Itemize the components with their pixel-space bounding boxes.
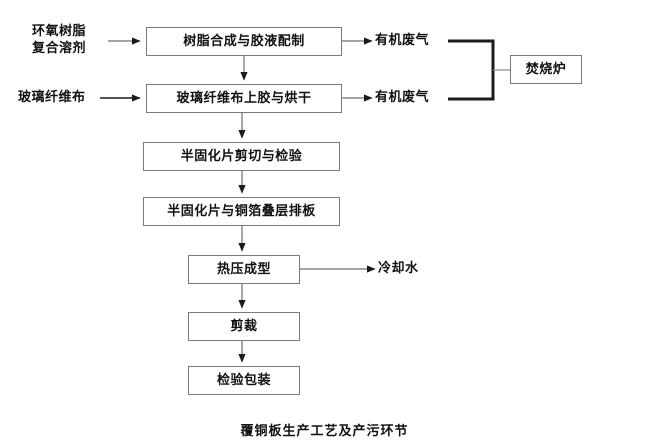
- process-box-prepreg-cut-inspect[interactable]: 半固化片剪切与检验: [143, 142, 340, 171]
- output-label-organic-waste-gas-2: 有机废气: [375, 90, 430, 105]
- process-box-inspect-package[interactable]: 检验包装: [188, 366, 300, 395]
- input-epoxy-line1: 环氧树脂: [32, 24, 87, 39]
- input-epoxy-line2: 复合溶剂: [32, 41, 87, 56]
- output-label-organic-waste-gas-1: 有机废气: [375, 33, 430, 48]
- process-box-trimming[interactable]: 剪裁: [188, 312, 300, 341]
- input-label-epoxy-resin: 环氧树脂 复合溶剂: [32, 23, 86, 57]
- output-label-cooling-water: 冷却水: [378, 261, 419, 276]
- waste-gas-bracket: [448, 39, 495, 101]
- process-box-glue-dry[interactable]: 玻璃纤维布上胶与烘干: [146, 84, 342, 113]
- diagram-caption: 覆铜板生产工艺及产污环节: [240, 424, 409, 439]
- input-label-glass-fiber-cloth: 玻璃纤维布: [18, 90, 86, 105]
- process-box-prepreg-copper-layup[interactable]: 半固化片与铜箔叠层排板: [143, 197, 340, 226]
- treatment-box-incinerator[interactable]: 焚烧炉: [510, 55, 582, 84]
- process-box-resin-synthesis[interactable]: 树脂合成与胶液配制: [146, 27, 342, 56]
- process-box-hot-press[interactable]: 热压成型: [188, 255, 300, 284]
